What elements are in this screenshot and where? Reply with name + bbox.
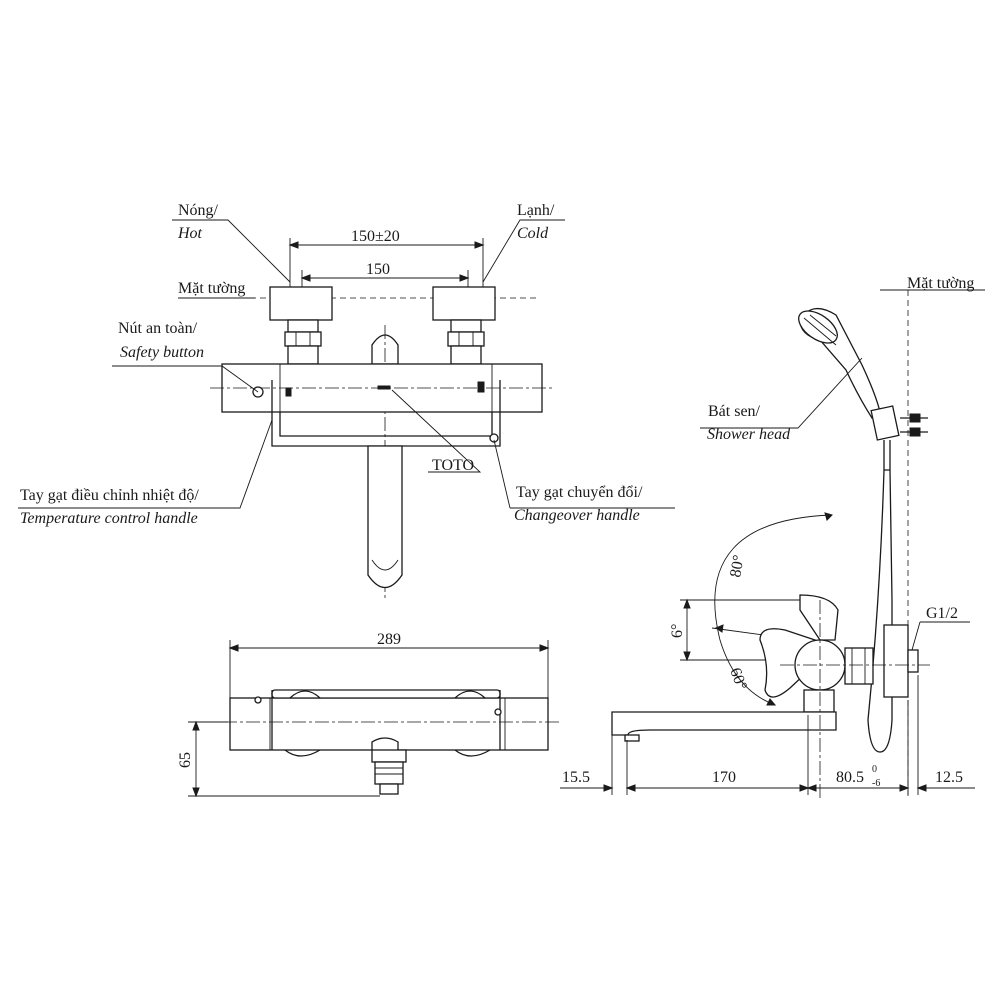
cold-label-vi: Lạnh/ (517, 202, 555, 219)
brand-leader (391, 389, 482, 473)
dim-150: 150 (366, 261, 390, 278)
safety-label-vi: Nút an toàn/ (118, 320, 198, 337)
side-wall-plate (883, 624, 909, 698)
spout-side (611, 711, 837, 736)
temp-label-vi: Tay gạt điều chỉnh nhiệt độ/ (20, 487, 199, 504)
dim-15-5: 15.5 (562, 769, 590, 786)
dim-12-5: 12.5 (935, 769, 963, 786)
safety-label-en: Safety button (120, 344, 204, 361)
wall-label-left: Mặt tường (178, 280, 245, 297)
thread-label: G1/2 (926, 605, 958, 622)
dim-150-20: 150±20 (351, 228, 400, 245)
hose-fitting (883, 440, 891, 471)
hot-leader (172, 219, 291, 283)
hot-label-en: Hot (177, 225, 203, 242)
brand-label: TOTO (432, 457, 474, 474)
dim-80-5-tol-down: -6 (872, 778, 880, 789)
angle-80: 80° (727, 554, 748, 579)
shower-leader (700, 357, 863, 429)
rotation-arc (714, 514, 833, 706)
hot-label-vi: Nóng/ (178, 202, 219, 219)
dim-65: 65 (177, 752, 194, 768)
front-view (18, 219, 675, 600)
cold-leader (482, 219, 565, 283)
change-leader (493, 439, 675, 509)
top-view (188, 640, 560, 798)
wall-label-right: Mặt tường (907, 275, 974, 292)
cold-wall-plate (432, 286, 496, 321)
temp-leader (18, 419, 273, 509)
spout-front (367, 445, 403, 589)
change-label-vi: Tay gạt chuyển đổi/ (516, 484, 643, 501)
shower-label-vi: Bát sen/ (708, 403, 761, 420)
hot-wall-plate (269, 286, 333, 321)
temp-label-en: Temperature control handle (20, 510, 198, 527)
dim-289: 289 (377, 631, 401, 648)
dim-170: 170 (712, 769, 736, 786)
angle-60: 60° (726, 666, 750, 693)
dim-80-5-tol-up: 0 (872, 764, 877, 775)
change-label-en: Changeover handle (514, 507, 640, 524)
hose (867, 469, 893, 753)
side-view (560, 289, 985, 800)
dim-80-5: 80.5 (836, 769, 864, 786)
safety-leader (112, 365, 259, 393)
thread-leader (911, 621, 970, 651)
angle-6: 6° (669, 624, 686, 638)
cold-label-en: Cold (517, 225, 549, 242)
shower-label-en: Shower head (707, 426, 791, 443)
